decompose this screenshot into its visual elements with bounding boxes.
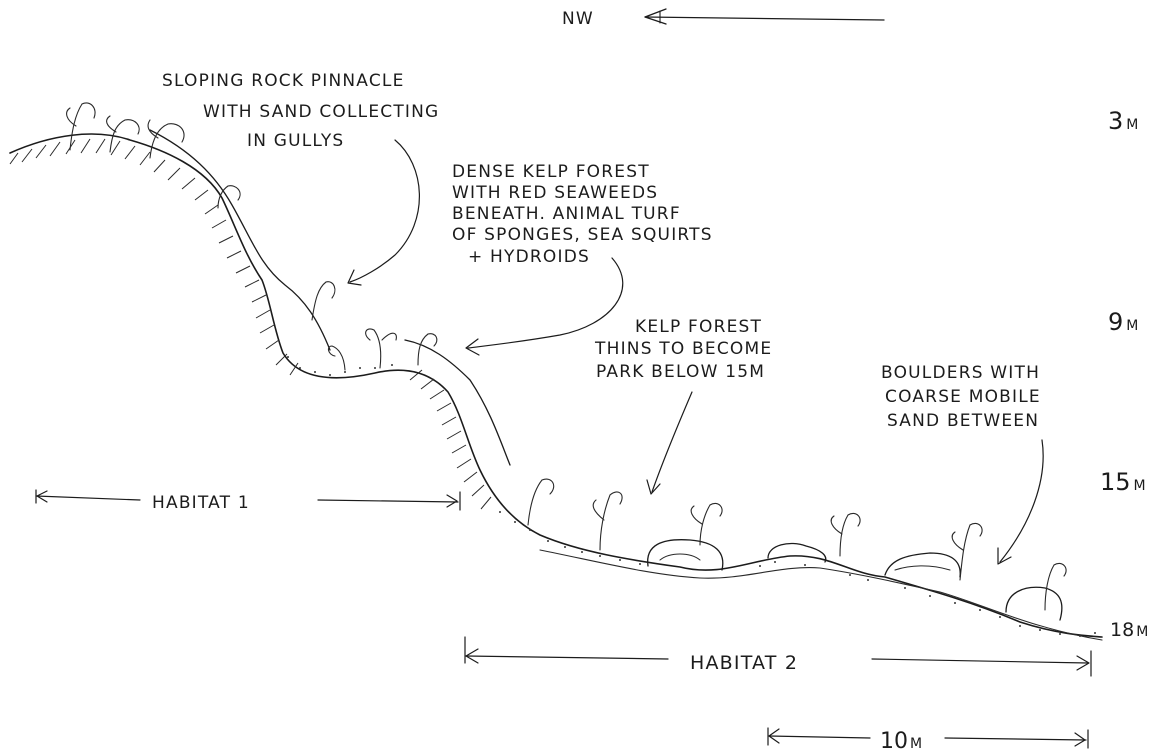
annotation-kelp-thins: KELP FOREST THINS TO BECOME PARK BELOW 1…	[594, 317, 779, 494]
svg-text:KELP FOREST THINS TO BEC: KELP FOREST THINS TO BECOME PARK BELOW 1…	[594, 317, 779, 382]
pinnacle-leader-arrow	[350, 140, 419, 282]
north-west-arrow	[645, 9, 884, 24]
boulders-line-2: COARSE MOBILE	[885, 387, 1041, 407]
habitat-1-label: HABITAT 1	[152, 493, 250, 513]
dense-kelp-line-1: DENSE KELP FOREST	[452, 162, 650, 182]
habitat-1-extent: HABITAT 1	[36, 490, 460, 513]
boulders-line-3: SAND BETWEEN	[887, 411, 1039, 431]
svg-text:SLOPING ROCK PINNACLE WI: SLOPING ROCK PINNACLE WITH SAND COLLECTI…	[162, 71, 446, 151]
kelp-thins-line-3: PARK BELOW 15M	[596, 362, 765, 382]
svg-text:BOULDERS WITH COARSE MOB: BOULDERS WITH COARSE MOBILE SAND BETWEEN	[881, 363, 1047, 431]
habitat-2-extent: HABITAT 2	[465, 637, 1091, 676]
boulders	[648, 540, 1062, 620]
boulders-line-1: BOULDERS WITH	[881, 363, 1040, 383]
compass-label: NW	[562, 9, 594, 29]
dense-kelp-line-2: WITH RED SEAWEEDS	[452, 183, 658, 203]
kelp-thins-line-2: THINS TO BECOME	[594, 339, 772, 359]
kelp-thins-leader-arrow	[652, 392, 692, 492]
dense-kelp-line-4: OF SPONGES, SEA SQUIRTS	[452, 225, 713, 245]
annotation-pinnacle: SLOPING ROCK PINNACLE WITH SAND COLLECTI…	[162, 71, 446, 285]
habitat-2-label: HABITAT 2	[690, 652, 798, 674]
pinnacle-line-3: IN GULLYS	[247, 131, 344, 151]
seabed-second-line	[540, 550, 1102, 640]
compass: NW	[562, 9, 884, 29]
dense-kelp-leader-arrow	[468, 258, 623, 348]
annotation-boulders: BOULDERS WITH COARSE MOBILE SAND BETWEEN	[881, 363, 1047, 564]
pinnacle-line-2: WITH SAND COLLECTING	[203, 102, 439, 122]
rock-face-lower	[405, 340, 510, 465]
dense-kelp-line-5: + HYDROIDS	[468, 247, 590, 267]
kelp-thins-line-1: KELP FOREST	[635, 317, 762, 337]
dense-kelp-line-3: BENEATH. ANIMAL TURF	[452, 204, 681, 224]
pinnacle-line-1: SLOPING ROCK PINNACLE	[162, 71, 405, 91]
svg-text:DENSE KELP FOREST WITH R: DENSE KELP FOREST WITH RED SEAWEEDS BENE…	[452, 162, 719, 267]
boulders-leader-arrow	[1000, 440, 1043, 562]
